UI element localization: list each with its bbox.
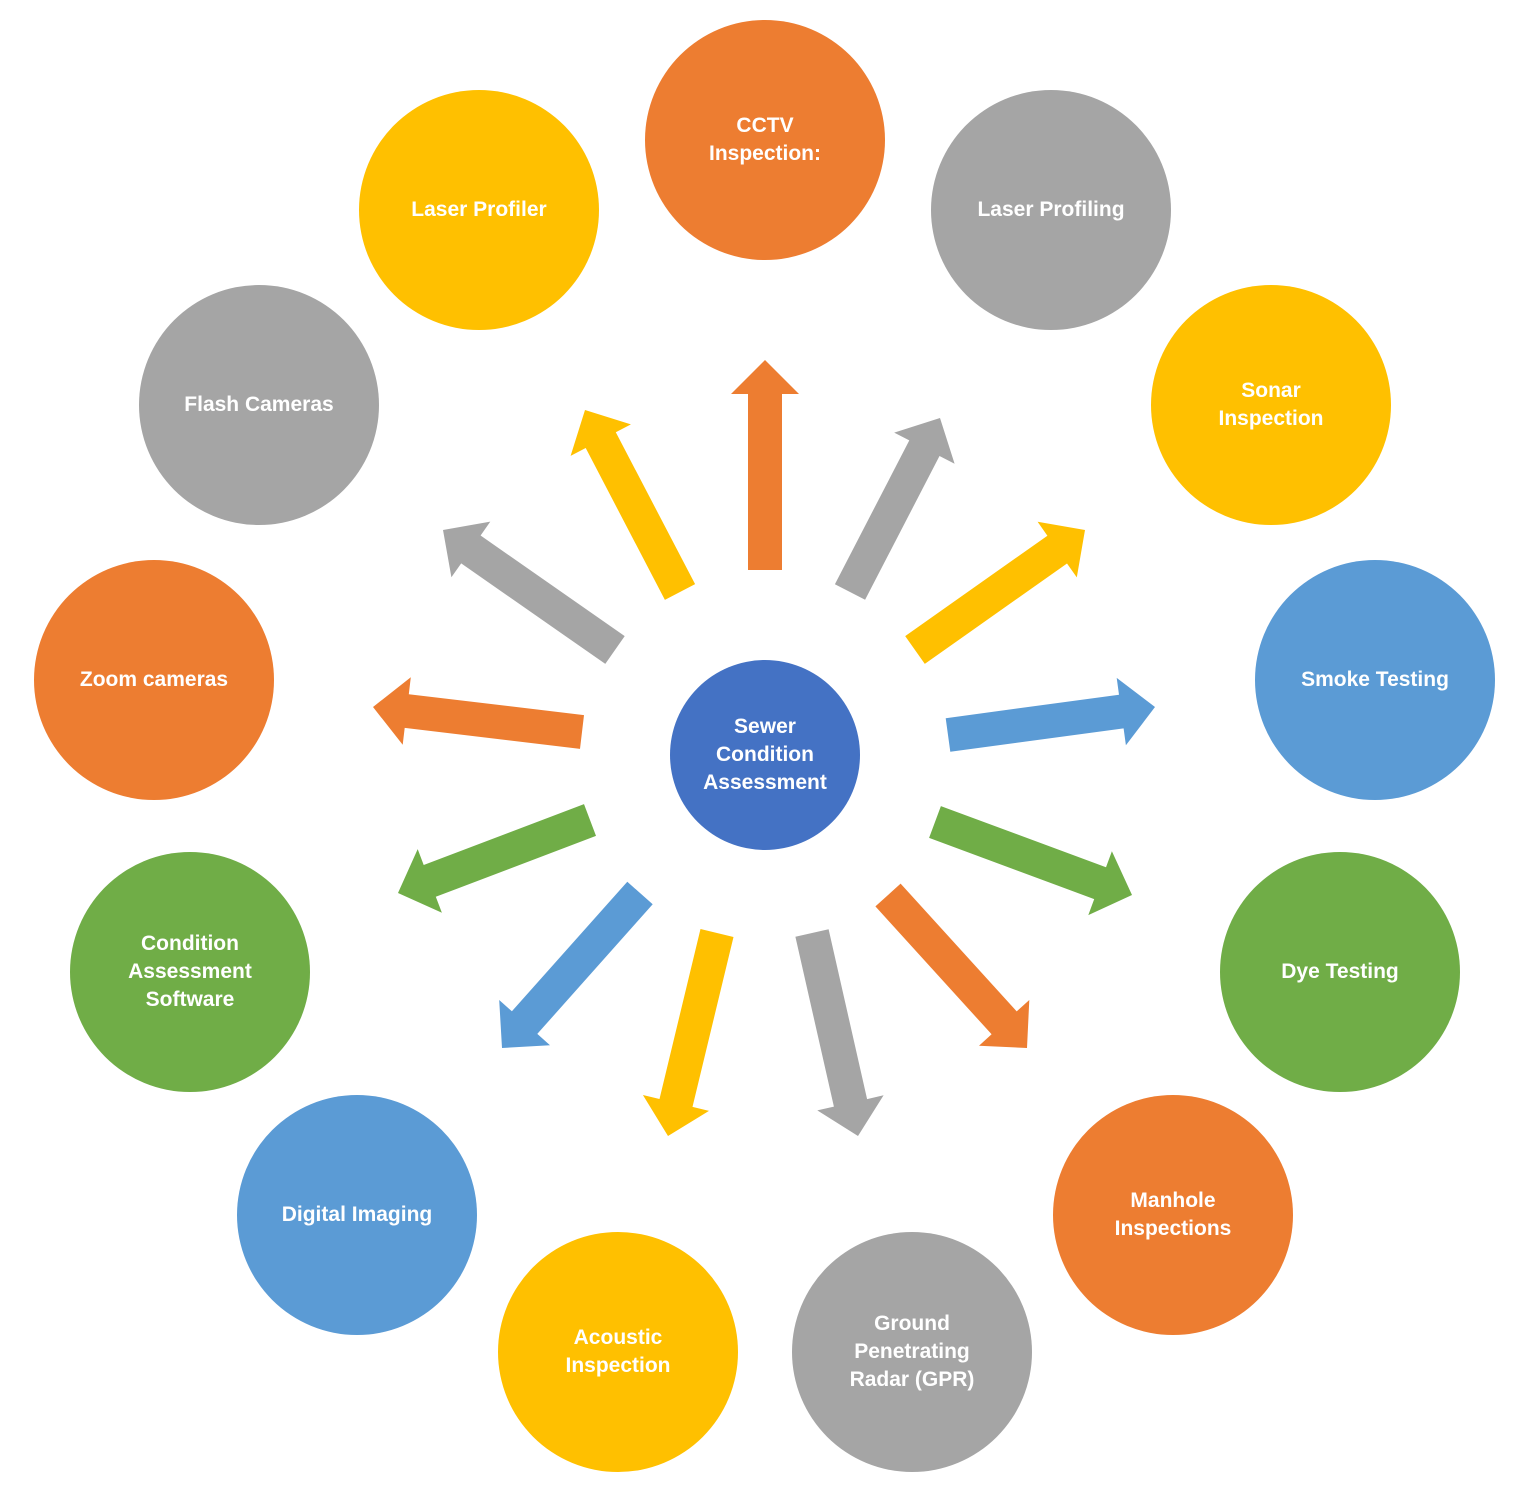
arrow-to-node-11: [443, 521, 625, 664]
arrow-to-node-1: [834, 418, 955, 600]
arrow-to-node-0: [731, 360, 799, 570]
node-ground-penetrating-radar: Ground Penetrating Radar (GPR): [792, 1232, 1032, 1472]
node-condition-assessment-software: Condition Assessment Software: [70, 852, 310, 1092]
arrow-to-node-8: [499, 881, 653, 1048]
node-flash-cameras: Flash Cameras: [139, 285, 379, 525]
node-cctv-inspection: CCTV Inspection:: [645, 20, 885, 260]
center-node: Sewer Condition Assessment: [670, 660, 860, 850]
node-laser-profiling: Laser Profiling: [931, 90, 1171, 330]
arrow-to-node-2: [905, 521, 1085, 664]
node-label: Sonar Inspection: [1218, 379, 1324, 430]
node-label: Smoke Testing: [1301, 668, 1449, 691]
node-manhole-inspections: Manhole Inspections: [1053, 1095, 1293, 1335]
center-node-label: Sewer Condition Assessment: [703, 715, 827, 794]
arrow-to-node-6: [795, 929, 884, 1136]
node-label: Laser Profiling: [977, 198, 1125, 221]
node-laser-profiler: Laser Profiler: [359, 90, 599, 330]
node-digital-imaging: Digital Imaging: [237, 1095, 477, 1335]
arrow-to-node-10: [373, 677, 584, 749]
node-label: Manhole Inspections: [1114, 1189, 1232, 1240]
node-label: Flash Cameras: [184, 393, 334, 416]
node-sonar-inspection: Sonar Inspection: [1151, 285, 1391, 525]
node-label: CCTV Inspection:: [708, 114, 821, 165]
arrow-to-node-5: [875, 883, 1030, 1048]
node-zoom-cameras: Zoom cameras: [34, 560, 274, 800]
node-dye-testing: Dye Testing: [1220, 852, 1460, 1092]
arrow-to-node-3: [945, 677, 1155, 752]
node-label: Condition Assessment Software: [128, 932, 252, 1011]
node-label: Acoustic Inspection: [565, 1326, 671, 1377]
node-smoke-testing: Smoke Testing: [1255, 560, 1495, 800]
node-label: Digital Imaging: [281, 1203, 433, 1226]
node-label: Ground Penetrating Radar (GPR): [849, 1312, 975, 1391]
arrow-to-node-9: [398, 804, 596, 913]
node-label: Zoom cameras: [79, 668, 229, 691]
arrow-to-node-7: [642, 929, 734, 1136]
node-label: Dye Testing: [1281, 960, 1399, 983]
arrow-to-node-12: [570, 410, 696, 600]
arrow-to-node-4: [929, 806, 1132, 916]
node-label: Laser Profiler: [411, 198, 547, 221]
node-acoustic-inspection: Acoustic Inspection: [498, 1232, 738, 1472]
